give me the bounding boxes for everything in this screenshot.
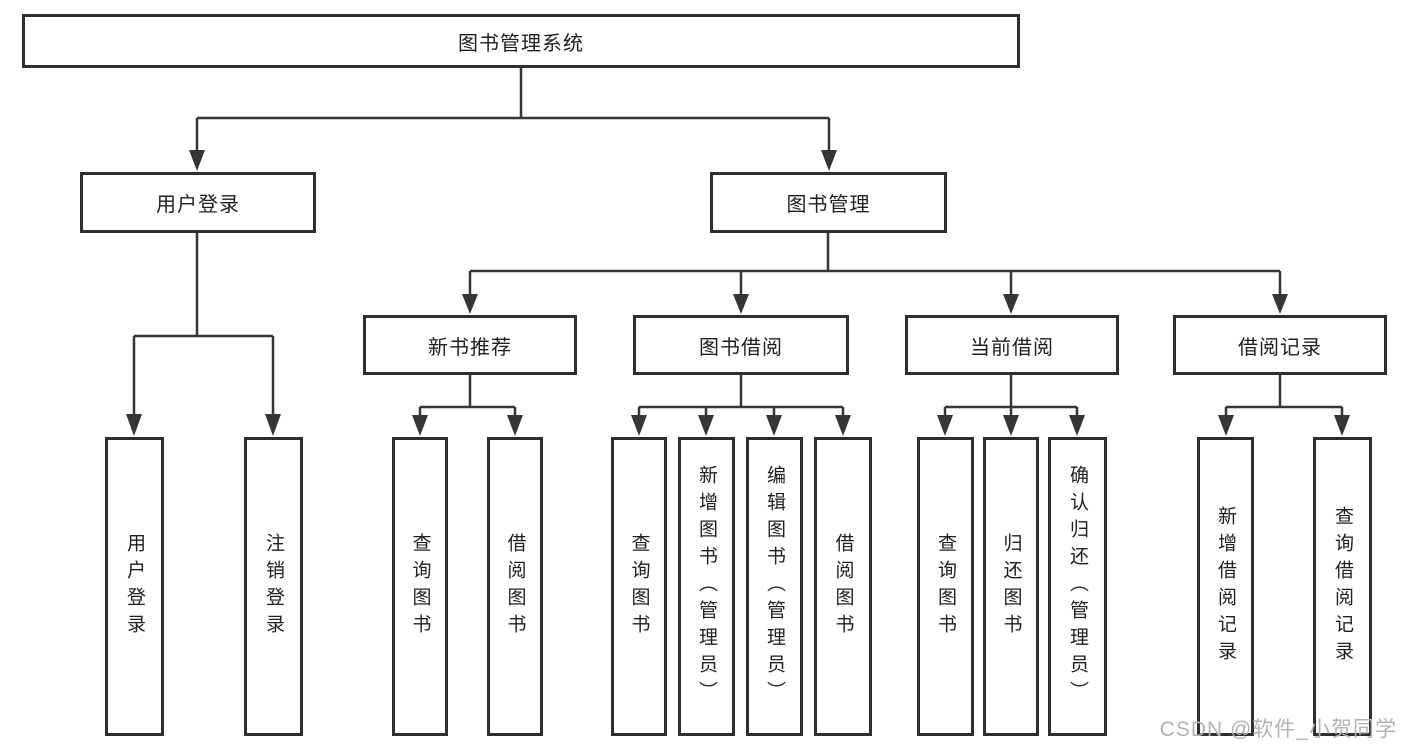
leaf-box-return-book: 归还图书 [983,437,1039,736]
leaf-label: 注销登录 [263,532,284,641]
connector-new-book-rec-branch [418,375,517,419]
arrow-down-icon [462,294,478,314]
leaf-box-edit-book-admin: 编辑图书（管理员） [746,437,803,736]
leaf-label: 查询图书 [409,532,431,641]
connector-user-login-branch [132,233,275,420]
connector-current-borrow-branch [943,375,1079,419]
arrow-down-icon [631,415,647,436]
leaf-label: 查询借阅记录 [1332,505,1353,668]
arrowheads [126,150,1350,436]
arrow-down-icon [835,415,851,436]
leaf-label: 归还图书 [1000,532,1022,641]
node-box-borrow-records: 借阅记录 [1173,315,1387,375]
node-box-user-login: 用户登录 [80,172,316,233]
connector-book-borrow-branch [637,375,845,419]
leaf-box-confirm-return-admin: 确认归还（管理员） [1048,437,1107,736]
arrow-down-icon [412,415,428,436]
node-box-current-borrow: 当前借阅 [905,315,1119,375]
leaf-label: 查询图书 [628,532,650,641]
node-box-system-root: 图书管理系统 [22,14,1020,68]
connector-borrow-records-branch [1224,375,1344,419]
leaf-box-query-borrow-record: 查询借阅记录 [1313,437,1372,736]
arrow-down-icon [937,415,953,436]
arrow-down-icon [1003,415,1019,436]
arrow-down-icon [821,150,837,171]
leaf-label: 查询图书 [935,532,956,641]
csdn-watermark: CSDN @软件_小贺同学 [1159,718,1397,741]
leaf-label: 新增图书（管理员） [696,465,717,708]
leaf-box-add-book-admin: 新增图书（管理员） [678,437,735,736]
connector-book-mgmt-branch [468,233,1282,300]
leaf-box-borrow-query-book: 查询图书 [611,437,667,736]
leaf-box-logout: 注销登录 [244,437,303,736]
leaf-label: 编辑图书（管理员） [764,465,785,708]
leaf-label: 新增借阅记录 [1215,505,1236,668]
leaf-label: 确认归还（管理员） [1067,465,1088,708]
leaf-box-cur-query-book: 查询图书 [917,437,974,736]
leaf-box-user-login: 用户登录 [105,437,164,736]
leaf-box-add-borrow-record: 新增借阅记录 [1197,437,1254,736]
arrow-down-icon [507,415,523,436]
leaf-box-rec-borrow-book: 借阅图书 [487,437,543,736]
leaf-label: 借阅图书 [504,532,526,641]
node-box-book-mgmt: 图书管理 [710,172,947,233]
arrow-down-icon [1272,294,1288,314]
arrow-down-icon [1069,415,1085,436]
arrow-down-icon [698,415,714,436]
node-box-book-borrow: 图书借阅 [633,315,849,375]
arrow-down-icon [1218,415,1234,436]
leaf-label: 用户登录 [124,532,145,641]
arrow-down-icon [265,414,281,436]
arrow-down-icon [766,415,782,436]
connector-root-to-level2 [195,68,831,156]
arrow-down-icon [126,414,142,436]
node-box-new-book-rec: 新书推荐 [363,315,577,375]
arrow-down-icon [733,294,749,314]
arrow-down-icon [1334,415,1350,436]
arrow-down-icon [189,150,205,171]
arrow-down-icon [1003,294,1019,314]
leaf-box-rec-query-book: 查询图书 [392,437,448,736]
leaf-label: 借阅图书 [832,532,854,641]
leaf-box-borrow-book: 借阅图书 [814,437,872,736]
